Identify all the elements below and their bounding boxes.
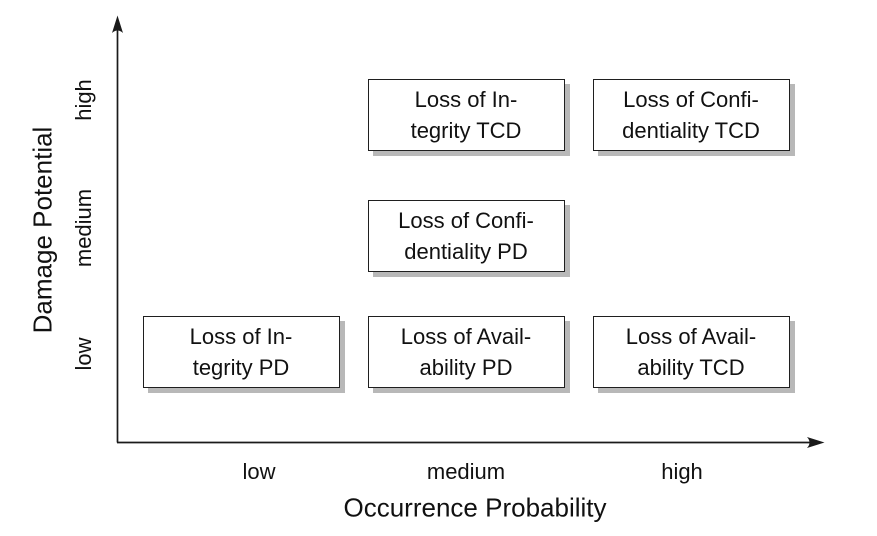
node-label-line: Loss of Avail-: [400, 324, 532, 349]
node-label-line: ability TCD: [637, 355, 745, 380]
node-loss-of-integrity-tcd: Loss of In- tegrity TCD: [367, 79, 565, 151]
node-label-line: Loss of In-: [414, 87, 518, 112]
node-label-line: Loss of In-: [189, 324, 293, 349]
node-loss-of-availability-tcd: Loss of Avail- ability TCD: [592, 316, 790, 388]
node-label-line: Loss of Confi-: [398, 208, 534, 233]
node-loss-of-integrity-pd: Loss of In- tegrity PD: [142, 316, 340, 388]
x-tick-low: low: [242, 459, 276, 484]
node-label-line: dentiality TCD: [622, 118, 760, 143]
node-label-line: Loss of Confi-: [623, 87, 759, 112]
y-tick-low: low: [71, 337, 96, 371]
node-label-line: tegrity TCD: [410, 118, 522, 143]
node-label-line: tegrity PD: [192, 355, 290, 380]
x-axis-arrowhead-icon: [807, 437, 825, 448]
x-tick-medium: medium: [426, 459, 506, 484]
node-label-line: Loss of Avail-: [625, 324, 757, 349]
node-label-line: ability PD: [419, 355, 513, 380]
x-tick-high: high: [661, 459, 703, 484]
y-axis-arrowhead-icon: [112, 15, 123, 33]
node-loss-of-confidentiality-pd: Loss of Confi- dentiality PD: [367, 200, 565, 272]
node-loss-of-confidentiality-tcd: Loss of Confi- dentiality TCD: [592, 79, 790, 151]
y-tick-high: high: [71, 79, 96, 121]
node-loss-of-availability-pd: Loss of Avail- ability PD: [367, 316, 565, 388]
x-axis-label: Occurrence Probability: [343, 492, 607, 523]
y-axis-label: Damage Potential: [27, 126, 58, 334]
y-tick-medium: medium: [71, 188, 96, 268]
node-label-line: dentiality PD: [404, 239, 528, 264]
